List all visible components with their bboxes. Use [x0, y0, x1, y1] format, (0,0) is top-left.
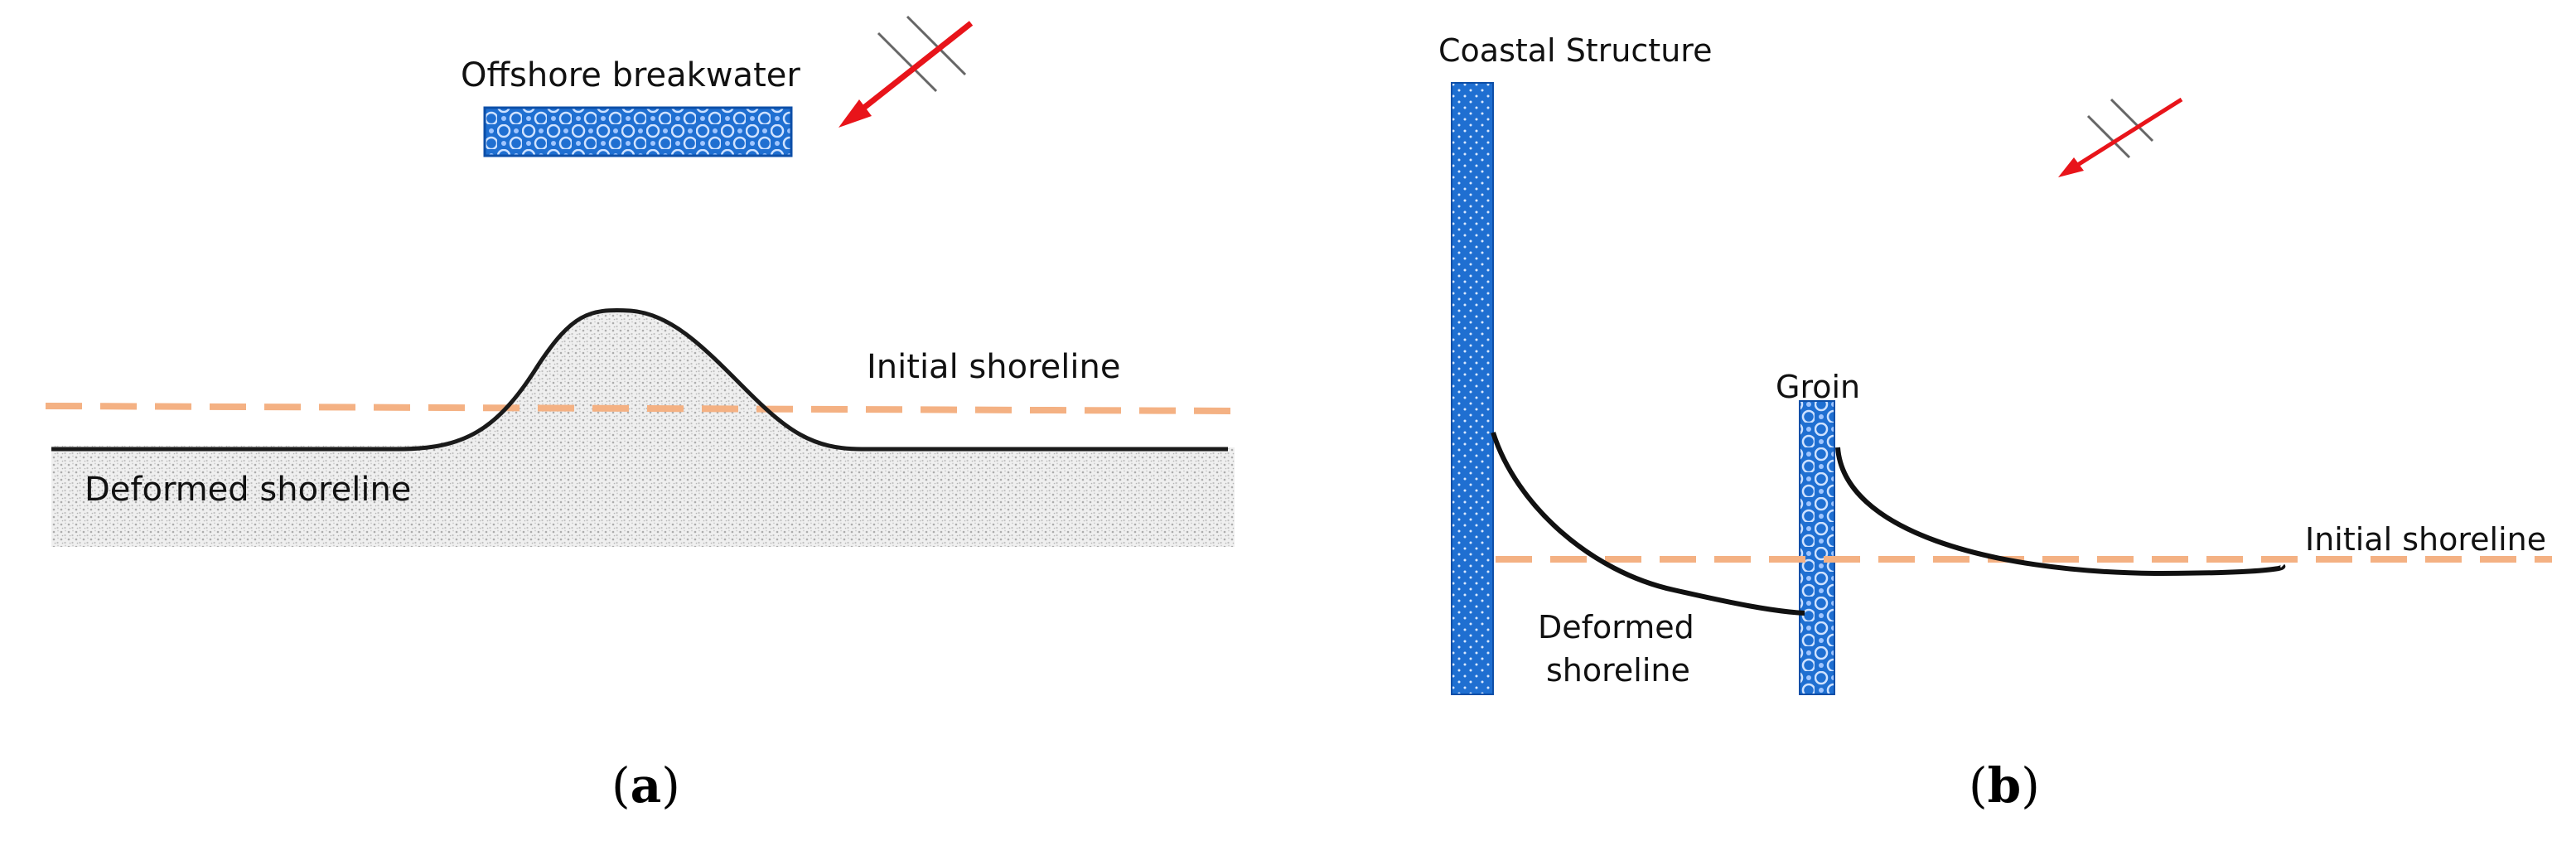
panel-b-deformed-shoreline-right: [1835, 447, 2286, 577]
panel-a-initial-shoreline: [45, 403, 1242, 414]
panel-b-groin-label: Groin: [1776, 369, 1860, 405]
wave-crest-icon: [877, 15, 967, 93]
panel-b-caption: (b): [1969, 757, 2040, 814]
panel-b-structure-label: Coastal Structure: [1438, 32, 1712, 69]
panel-a-breakwater: [483, 106, 793, 157]
panel-a-deformed-shoreline: [51, 308, 1228, 452]
panel-b-deformed-label-line1: Deformed: [1538, 609, 1694, 645]
panel-b-coastal-structure: [1451, 82, 1494, 695]
panel-b-deformed-label-line2: shoreline: [1546, 652, 1690, 689]
panel-a-initial-label: Initial shoreline: [867, 348, 1120, 386]
panel-a: Offshore breakwater Initial shoreline De…: [45, 15, 1242, 814]
panel-b: Coastal Structure Groin Initial shorelin…: [1438, 32, 2552, 814]
panel-a-deformed-label: Deformed shoreline: [85, 471, 411, 509]
wave-arrow-icon: [839, 21, 974, 128]
wave-crest-icon: [2086, 98, 2154, 159]
panel-b-groin: [1799, 400, 1835, 695]
panel-b-initial-label: Initial shoreline: [2305, 521, 2546, 558]
panel-a-sand-area: [51, 310, 1235, 547]
panel-a-caption: (a): [611, 757, 680, 814]
wave-arrow-icon: [2058, 97, 2183, 177]
panel-b-deformed-shoreline-left: [1491, 432, 1805, 616]
panel-a-breakwater-label: Offshore breakwater: [461, 56, 800, 94]
